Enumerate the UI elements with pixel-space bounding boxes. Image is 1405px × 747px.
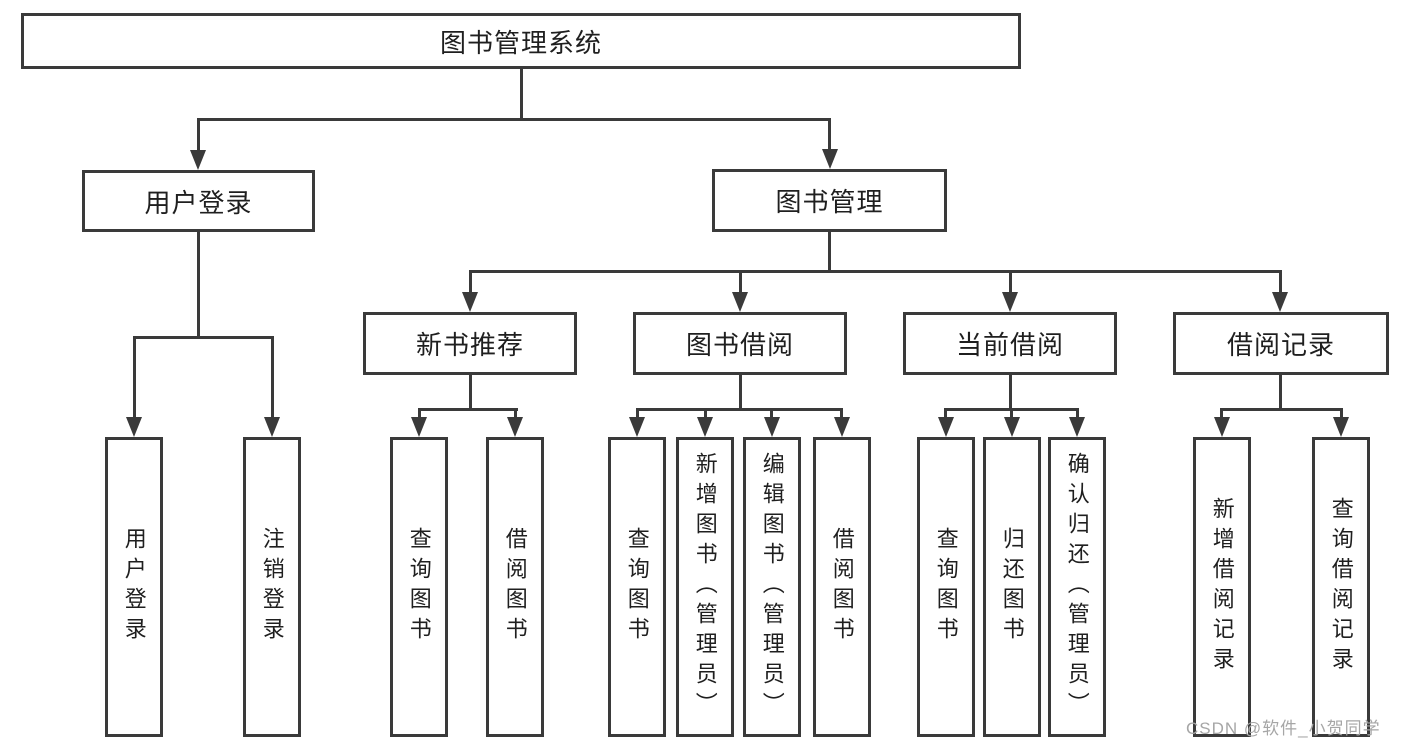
watermark-text: CSDN @软件_小贺同学 (1186, 719, 1381, 738)
connector-current-borrow-drop (1009, 270, 1012, 294)
node-leaf-bb-query-book: 查询图书 (608, 437, 666, 737)
node-borrow-records: 借阅记录 (1173, 312, 1389, 375)
node-new-book-rec-label: 新书推荐 (415, 330, 524, 360)
arrowhead-leaf-icon (411, 417, 427, 437)
arrowhead-book-borrow-icon (732, 292, 748, 312)
connector-current-borrow-stem (1009, 375, 1012, 411)
arrowhead-leaf-icon (507, 417, 523, 437)
connector-leaf-logout-drop (271, 336, 274, 419)
connector-borrow-records-leafbranch (1220, 408, 1343, 411)
node-book-borrow-label: 图书借阅 (685, 330, 794, 360)
connector-borrow-records-drop (1279, 270, 1282, 294)
connector-leaf-drop (704, 408, 707, 419)
node-leaf-cb-query-book: 查询图书 (917, 437, 975, 737)
node-leaf-rec-query-book: 查询图书 (390, 437, 448, 737)
connector-level1-branch (197, 118, 831, 121)
arrowhead-leaf-icon (1214, 417, 1230, 437)
node-book-mgmt-label: 图书管理 (775, 187, 884, 217)
arrowhead-leaf-logout-icon (264, 417, 280, 437)
node-borrow-records-label: 借阅记录 (1226, 330, 1335, 360)
connector-new-book-leafbranch (418, 408, 518, 411)
connector-root-stem (520, 69, 523, 121)
connector-leaf-login-drop (133, 336, 136, 419)
node-leaf-cb-return-book: 归还图书 (983, 437, 1041, 737)
node-leaf-bb-borrow-book-label: 借阅图书 (829, 527, 855, 647)
node-book-borrow: 图书借阅 (633, 312, 847, 375)
connector-leaf-drop (1076, 408, 1079, 419)
arrowhead-user-login-icon (190, 150, 206, 170)
node-leaf-user-login-label: 用户登录 (121, 527, 147, 647)
connector-level2-branch (469, 270, 1282, 273)
node-user-login: 用户登录 (82, 170, 315, 232)
arrowhead-leaf-icon (764, 417, 780, 437)
node-leaf-rec-query-book-label: 查询图书 (406, 527, 432, 647)
connector-new-book-stem (469, 375, 472, 411)
node-leaf-logout: 注销登录 (243, 437, 301, 737)
arrowhead-current-borrow-icon (1002, 292, 1018, 312)
arrowhead-leaf-icon (697, 417, 713, 437)
node-leaf-logout-label: 注销登录 (259, 527, 285, 647)
arrowhead-leaf-icon (938, 417, 954, 437)
node-leaf-bb-add-book-label: 新增图书（管理员） (692, 452, 718, 722)
node-root-label: 图书管理系统 (439, 27, 602, 58)
node-leaf-br-add-record: 新增借阅记录 (1193, 437, 1251, 737)
arrowhead-leaf-icon (834, 417, 850, 437)
connector-login-stem (197, 232, 200, 339)
connector-book-borrow-leafbranch (636, 408, 843, 411)
node-leaf-rec-borrow-book-label: 借阅图书 (502, 527, 528, 647)
connector-book-mgmt-drop (828, 118, 831, 151)
node-new-book-rec: 新书推荐 (363, 312, 577, 375)
connector-book-borrow-stem (739, 375, 742, 411)
connector-leaf-drop (418, 408, 421, 419)
connector-leaf-drop (944, 408, 947, 419)
connector-leaf-drop (840, 408, 843, 419)
node-root: 图书管理系统 (21, 13, 1021, 69)
node-leaf-br-query-record: 查询借阅记录 (1312, 437, 1370, 737)
connector-leaf-drop (770, 408, 773, 419)
arrowhead-leaf-icon (1069, 417, 1085, 437)
connector-leaf-drop (1010, 408, 1013, 419)
node-leaf-bb-edit-book-label: 编辑图书（管理员） (759, 452, 785, 722)
connector-leaf-drop (1220, 408, 1223, 419)
connector-user-login-drop (197, 118, 200, 152)
node-book-mgmt: 图书管理 (712, 169, 947, 232)
arrowhead-book-mgmt-icon (822, 149, 838, 169)
node-leaf-rec-borrow-book: 借阅图书 (486, 437, 544, 737)
arrowhead-borrow-records-icon (1272, 292, 1288, 312)
node-user-login-label: 用户登录 (144, 187, 253, 218)
connector-leaf-drop (1340, 408, 1343, 419)
node-leaf-cb-return-book-label: 归还图书 (999, 527, 1025, 647)
connector-mgmt-stem (828, 232, 831, 273)
connector-book-borrow-drop (739, 270, 742, 294)
node-current-borrow-label: 当前借阅 (955, 330, 1064, 360)
connector-borrow-records-stem (1279, 375, 1282, 411)
node-leaf-br-query-record-label: 查询借阅记录 (1328, 497, 1354, 677)
arrowhead-leaf-icon (1333, 417, 1349, 437)
node-leaf-bb-edit-book: 编辑图书（管理员） (743, 437, 801, 737)
arrowhead-leaf-login-icon (126, 417, 142, 437)
arrowhead-leaf-icon (629, 417, 645, 437)
node-leaf-cb-confirm-return-label: 确认归还（管理员） (1064, 452, 1090, 722)
connector-login-branch (133, 336, 274, 339)
node-leaf-user-login: 用户登录 (105, 437, 163, 737)
connector-new-book-drop (469, 270, 472, 294)
node-current-borrow: 当前借阅 (903, 312, 1117, 375)
connector-leaf-drop (636, 408, 639, 419)
arrowhead-new-book-icon (462, 292, 478, 312)
node-leaf-bb-query-book-label: 查询图书 (624, 527, 650, 647)
arrowhead-leaf-icon (1004, 417, 1020, 437)
node-leaf-cb-query-book-label: 查询图书 (933, 527, 959, 647)
node-leaf-bb-borrow-book: 借阅图书 (813, 437, 871, 737)
node-leaf-bb-add-book: 新增图书（管理员） (676, 437, 734, 737)
node-leaf-cb-confirm-return: 确认归还（管理员） (1048, 437, 1106, 737)
node-leaf-br-add-record-label: 新增借阅记录 (1209, 497, 1235, 677)
connector-leaf-drop (514, 408, 517, 419)
